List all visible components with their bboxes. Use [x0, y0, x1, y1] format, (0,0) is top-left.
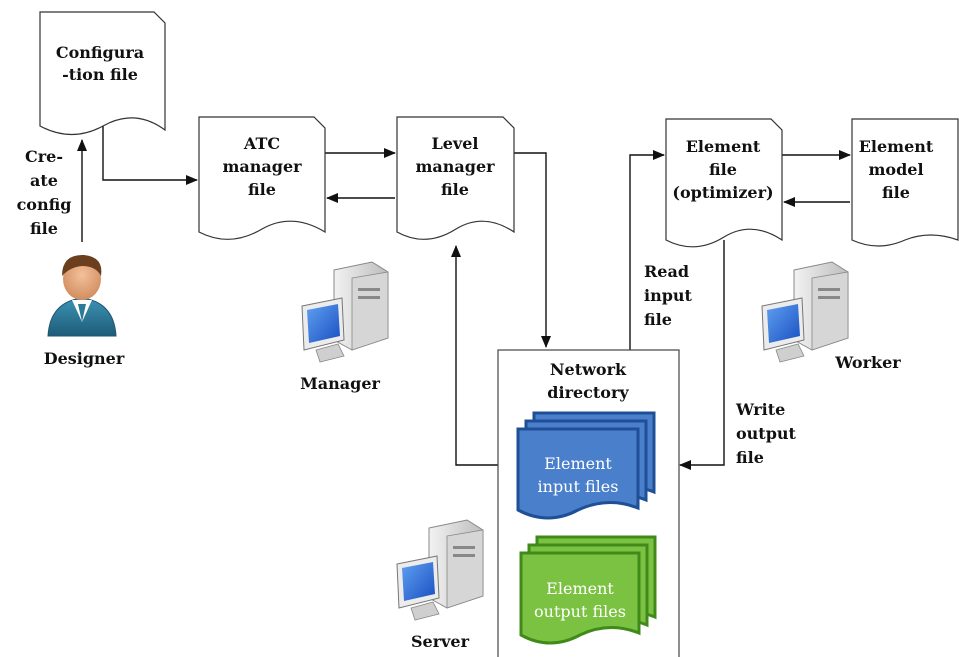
network-directory-node: Network directory Element input files El… — [497, 349, 680, 657]
computer-icon — [301, 261, 389, 363]
create-config-line-1: Cre- — [25, 147, 63, 166]
element-model-file-node: Element model file — [851, 118, 959, 247]
element-input-line-1: Element — [544, 454, 612, 473]
atc-line-2: manager — [222, 157, 302, 176]
read-input-line-2: input — [644, 286, 693, 305]
worker-label: Worker — [834, 353, 901, 372]
element-file-line-3: (optimizer) — [672, 183, 773, 202]
manager-label: Manager — [300, 374, 380, 393]
document-icon — [665, 118, 783, 248]
atc-manager-file-node: ATC manager file — [198, 116, 326, 240]
document-icon — [39, 11, 166, 135]
element-model-line-1: Element — [859, 137, 934, 156]
element-model-line-2: model — [868, 160, 923, 179]
read-input-label: Read input file — [644, 262, 693, 329]
write-output-line-2: output — [736, 424, 797, 443]
edge-write-output — [679, 240, 725, 470]
create-config-label: Cre- ate config file — [17, 147, 72, 238]
element-model-line-3: file — [882, 183, 910, 202]
create-config-line-3: config — [17, 195, 72, 214]
element-output-line-1: Element — [546, 579, 614, 598]
document-icon — [396, 116, 515, 240]
write-output-line-1: Write — [735, 400, 785, 419]
server-label: Server — [411, 632, 470, 651]
edge-network-to-level — [451, 245, 498, 466]
worker-actor: Worker — [761, 261, 901, 372]
level-line-3: file — [441, 180, 469, 199]
document-icon — [851, 118, 959, 247]
config-file-line-2: -tion file — [62, 65, 138, 84]
level-manager-file-node: Level manager file — [396, 116, 515, 240]
document-icon — [198, 116, 326, 240]
config-file-node: Configura -tion file — [39, 11, 166, 135]
computer-icon — [761, 261, 849, 363]
create-config-line-4: file — [30, 219, 58, 238]
network-directory-line-1: Network — [550, 360, 627, 379]
designer-actor: Designer — [44, 254, 125, 368]
edges — [77, 118, 851, 470]
edge-read-input — [629, 150, 665, 350]
element-output-files: Element output files — [519, 535, 657, 645]
element-file-line-2: file — [709, 160, 737, 179]
network-directory-line-2: directory — [547, 383, 629, 402]
config-file-line-1: Configura — [56, 43, 144, 62]
create-config-line-2: ate — [30, 171, 58, 190]
computer-icon — [396, 519, 484, 621]
edge-level-to-network — [514, 152, 551, 348]
server-actor: Server — [396, 519, 484, 651]
atc-line-3: file — [248, 180, 276, 199]
element-output-line-2: output files — [534, 602, 626, 621]
element-file-node: Element file (optimizer) — [665, 118, 783, 248]
designer-label: Designer — [44, 349, 125, 368]
person-icon — [47, 254, 117, 337]
write-output-line-3: file — [736, 448, 764, 467]
atc-line-1: ATC — [243, 134, 280, 153]
element-file-line-1: Element — [686, 137, 761, 156]
element-input-files: Element input files — [516, 411, 656, 520]
document-stack-icon — [519, 535, 657, 645]
document-stack-icon — [516, 411, 656, 520]
write-output-label: Write output file — [735, 400, 797, 467]
element-input-line-2: input files — [538, 477, 619, 496]
manager-actor: Manager — [300, 261, 389, 393]
level-line-1: Level — [432, 134, 479, 153]
read-input-line-3: file — [644, 310, 672, 329]
edge-config-to-atc — [102, 118, 198, 185]
level-line-2: manager — [415, 157, 495, 176]
read-input-line-1: Read — [644, 262, 689, 281]
